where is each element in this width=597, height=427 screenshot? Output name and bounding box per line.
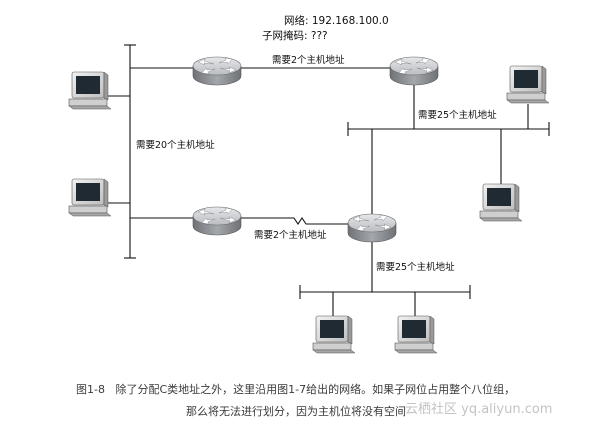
caption-text-1: 除了分配C类地址之外，这里沿用图1-7给出的网络。如果子网位占用整个八位组， [115, 383, 516, 396]
link-top-hosts-label: 需要2个主机地址 [272, 54, 345, 66]
computer-icon [68, 71, 112, 110]
serial-link-router-c-to-router-d [241, 217, 349, 225]
figure-number: 图1-8 [76, 383, 105, 396]
caption-line-2: 那么将无法进行划分，因为主机位将没有空间 [186, 405, 406, 418]
computer-icon [506, 65, 550, 104]
router-icon [347, 213, 397, 243]
computer-icon [479, 183, 523, 222]
link-bottom-hosts-label: 需要2个主机地址 [254, 229, 327, 241]
network-cables [108, 45, 549, 318]
computer-icon [312, 315, 356, 354]
router-icon [192, 56, 242, 86]
computer-icon [394, 315, 438, 354]
right-lan-hosts-label: 需要25个主机地址 [418, 109, 497, 121]
network-address-label: 网络: 192.168.100.0 [284, 14, 389, 27]
left-lan-hosts-label: 需要20个主机地址 [136, 139, 215, 151]
watermark: 云栖社区 yq.aliyun.com [405, 402, 553, 417]
bottom-lan-hosts-label: 需要25个主机地址 [376, 261, 455, 273]
bus-end-ticks [124, 44, 550, 299]
router-icon [389, 56, 439, 86]
caption-line-1: 图1-8 除了分配C类地址之外，这里沿用图1-7给出的网络。如果子网位占用整个八… [76, 381, 515, 397]
computer-icon [68, 178, 112, 217]
router-icon [192, 206, 242, 236]
subnet-mask-label: 子网掩码: ??? [262, 29, 328, 42]
